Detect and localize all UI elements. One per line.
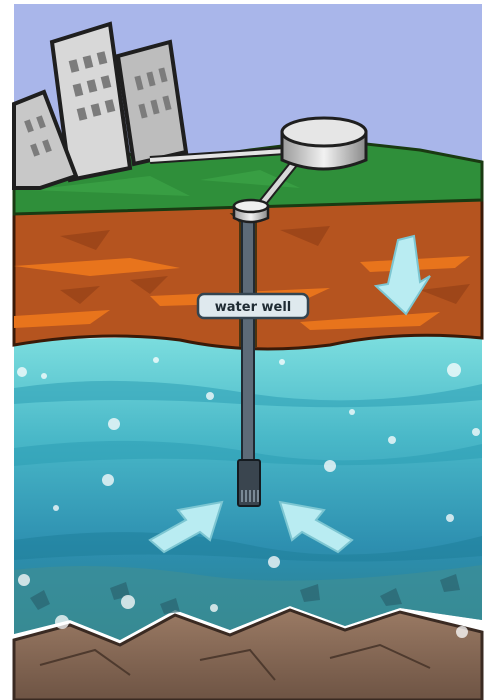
well-pipe	[242, 214, 254, 474]
well-screen-icon	[238, 460, 260, 506]
water-well-label-text: water well	[215, 300, 292, 315]
wellhead-icon	[234, 200, 268, 222]
storage-tank-icon	[282, 118, 366, 169]
water-well-label: water well	[198, 294, 308, 318]
